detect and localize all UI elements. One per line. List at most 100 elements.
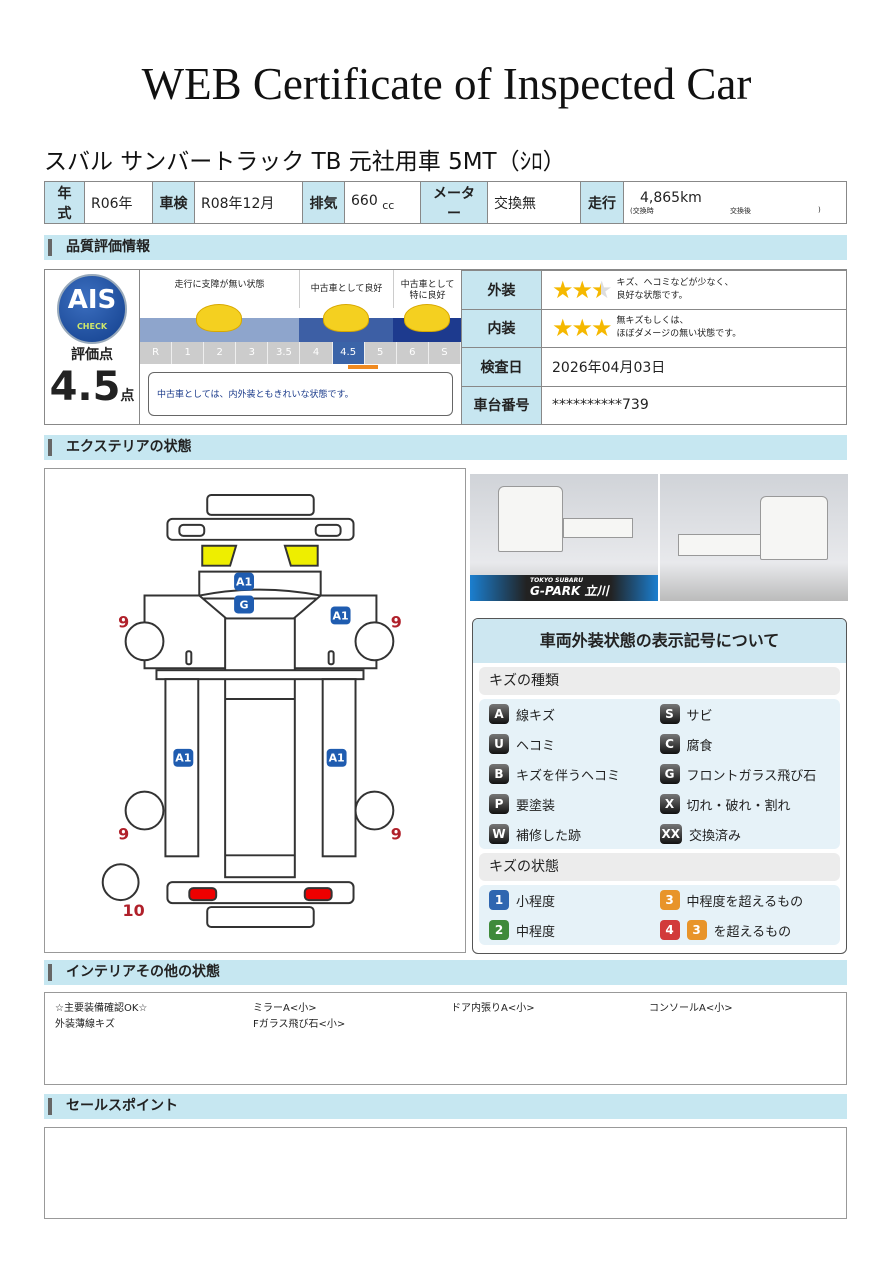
meter-label: メーター [420, 181, 488, 224]
year-label: 年式 [44, 181, 85, 224]
dealer-banner-sub: TOKYO SUBARU [530, 577, 584, 584]
interior-stars: ★★★ [552, 314, 613, 343]
grade-step: 3.5 [268, 342, 301, 364]
car-illustration [404, 304, 450, 332]
damage-code-badge: A [489, 704, 509, 724]
tire-mark-fr: 9 [391, 612, 402, 631]
mark-hood: A1 [236, 576, 252, 589]
mileage-label: 走行 [580, 181, 624, 224]
shaken-label: 車検 [152, 181, 195, 224]
interior-desc-2: ほぼダメージの無い状態です。 [616, 329, 742, 340]
page-title: WEB Certificate of Inspected Car [141, 59, 752, 109]
side-rail-left [164, 678, 200, 858]
legend-type-item: U ヘコミ [489, 733, 660, 755]
rear-step [206, 906, 315, 928]
grade-step: 1 [172, 342, 205, 364]
damage-type-label: 切れ・破れ・割れ [686, 798, 791, 814]
meter-value: 交換無 [487, 181, 581, 224]
damage-type-label: 補修した跡 [516, 828, 582, 844]
header-normal: 走行に支障が無い状態 [174, 280, 265, 290]
door-handle-left [185, 650, 193, 666]
ais-logo-sub: CHECK [76, 322, 108, 331]
date-label: 検査日 [461, 347, 542, 387]
damage-type-label: 線キズ [516, 708, 556, 724]
tire-mark-rr: 9 [391, 824, 402, 843]
legend-levels-title: キズの状態 [479, 853, 840, 881]
tire-mark-rl: 9 [118, 824, 129, 843]
vin-value: **********739 [541, 385, 847, 425]
headlight-right [314, 523, 342, 537]
headlight-left [178, 523, 206, 537]
mileage-exchange-after: 交換後 [730, 206, 751, 215]
grade-step: 2 [204, 342, 237, 364]
exterior-rating: ★★★キズ、ヘコミなどが少なく、良好な状態です。 [541, 270, 847, 310]
grade-step: R [140, 342, 173, 364]
legend-types-title: キズの種類 [479, 667, 840, 695]
header-good: 中古車として良好 [299, 270, 393, 308]
grade-step: 4 [300, 342, 333, 364]
damage-diagram: A1 G A1 A1 A1 9 9 9 9 10 [44, 468, 466, 953]
damage-code-badge: P [489, 794, 509, 814]
score-label: 評価点 [71, 347, 113, 363]
interior-item: 外装薄線キズ [55, 1019, 115, 1030]
exterior-desc-2: 良好な状態です。 [616, 290, 688, 301]
car-name: スバル サンバートラック TB 元社用車 5MT（ｼﾛ） [44, 149, 566, 175]
mileage-cell: 4,865km (交換時交換後) [623, 181, 847, 224]
section-quality: 品質評価情報 [44, 235, 847, 260]
date-value: 2026年04月03日 [541, 347, 847, 387]
section-interior: インテリアその他の状態 [44, 960, 847, 985]
vin-label: 車台番号 [461, 385, 542, 425]
grade-step: S [429, 342, 461, 364]
mileage-exchange-at: (交換時 [630, 206, 654, 215]
displacement-value: 660 [351, 193, 378, 210]
exterior-label: 外装 [461, 270, 542, 310]
truck-bed [224, 617, 296, 879]
score: 4.5点 [45, 364, 139, 410]
mark-rail-right: A1 [329, 752, 345, 765]
sales-points-box [44, 1127, 847, 1219]
legend-type-item: X 切れ・破れ・割れ [659, 793, 831, 815]
year-value: R06年 [84, 181, 153, 224]
legend-type-item: A 線キズ [489, 703, 660, 725]
tail-light-right [303, 887, 333, 902]
damage-type-label: ヘコミ [516, 738, 556, 754]
level-badge: 1 [489, 890, 509, 910]
grade-step: 6 [397, 342, 429, 364]
interior-item: ドア内張りA<小> [451, 1003, 535, 1014]
windshield [199, 588, 321, 597]
selected-grade-marker [348, 365, 378, 369]
damage-code-badge: C [659, 734, 680, 754]
dealer-banner-name: G-PARK 立川 [530, 584, 609, 598]
score-unit: 点 [120, 388, 135, 404]
grade-step: 5 [365, 342, 397, 364]
mileage-sub: (交換時交換後) [630, 206, 840, 216]
ais-logo-text: AIS [67, 285, 117, 315]
spare-tire [101, 863, 140, 902]
level-label: 中程度を超えるもの [686, 894, 804, 910]
interior-rating: ★★★無キズもしくは、ほぼダメージの無い状態です。 [541, 308, 847, 348]
rating-table: 外装 ★★★キズ、ヘコミなどが少なく、良好な状態です。 内装 ★★★無キズもしく… [461, 270, 847, 425]
photo-rear[interactable] [660, 474, 848, 601]
damage-code-badge: U [489, 734, 509, 754]
section-exterior: エクステリアの状態 [44, 435, 847, 460]
damage-type-label: キズを伴うヘコミ [516, 768, 621, 784]
car-illustration [196, 304, 242, 332]
car-illustration [323, 304, 369, 332]
level-label: を超えるもの [713, 924, 792, 940]
damage-code-badge: X [659, 794, 680, 814]
